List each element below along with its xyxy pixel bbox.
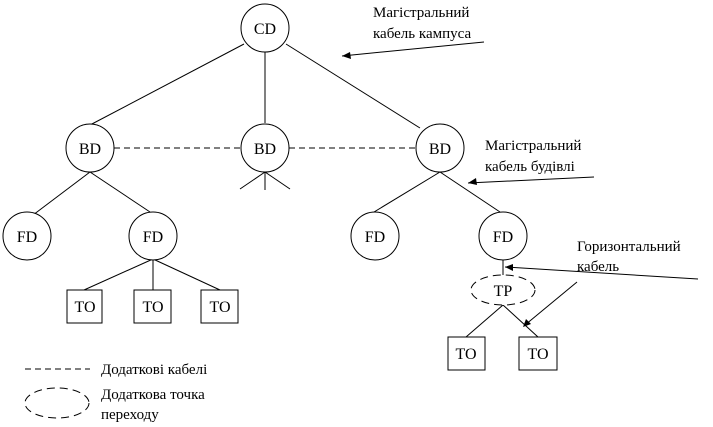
link-bd-right-fd-4 [439, 171, 501, 213]
bd-middle-fan-right [264, 171, 291, 190]
label-to-1: TO [74, 299, 95, 316]
node-fd-4 [478, 211, 528, 261]
label-bd-middle: BD [254, 141, 276, 158]
bd-middle-fan-left [239, 171, 266, 190]
annotation-campus-backbone-line-1: Магістральний [373, 5, 469, 21]
label-to-5: TO [527, 346, 548, 363]
label-fd-1: FD [17, 229, 37, 246]
legend-transition-point-line-2: переходу [101, 407, 159, 423]
label-bd-right: BD [429, 141, 451, 158]
legend-additional-cables: Додаткові кабелі [101, 362, 207, 378]
node-fd-3 [350, 211, 400, 261]
node-tp [470, 274, 536, 306]
label-fd-4: FD [493, 229, 513, 246]
arrowheads [342, 52, 531, 327]
link-bd-right-fd-3 [373, 171, 441, 213]
annotation-building-backbone-line-1: Магістральний [485, 138, 581, 154]
link-fd-2-to-1 [83, 258, 154, 291]
annotation-horizontal-line-2: кабель [577, 259, 619, 275]
link-cd-bd-right [285, 43, 421, 129]
leader-campus-backbone [341, 41, 485, 57]
annotation-building-backbone-line-2: кабель будівлі [485, 159, 575, 175]
connector-lines [32, 41, 699, 338]
node-cd [240, 3, 290, 53]
node-fd-1 [2, 211, 52, 261]
box-to-3 [200, 289, 239, 324]
annotation-horizontal-line-1: Горизонтальний [577, 239, 681, 255]
box-to-2 [133, 289, 172, 324]
arrowhead-horizontal-2 [523, 319, 531, 327]
label-to-4: TO [455, 346, 476, 363]
leader-horizontal-long [504, 266, 699, 280]
label-to-3: TO [209, 299, 230, 316]
link-tp-to-4 [465, 304, 504, 338]
outlet-boxes [66, 289, 558, 371]
node-labels: CD BD BD BD FD FD FD FD TP TO TO TO TO T… [17, 21, 549, 363]
box-to-4 [447, 336, 486, 371]
label-bd-left: BD [79, 141, 101, 158]
label-cd: CD [254, 21, 276, 38]
link-fd-2-to-3 [152, 258, 221, 291]
arrowhead-building [468, 178, 477, 185]
link-bd-left-fd-1 [32, 171, 91, 216]
link-bd-left-fd-2 [89, 171, 151, 213]
label-fd-3: FD [365, 229, 385, 246]
label-to-2: TO [142, 299, 163, 316]
label-fd-2: FD [143, 229, 163, 246]
node-bd-right [415, 123, 465, 173]
node-bd-left [65, 123, 115, 173]
link-tp-to-5 [502, 304, 539, 338]
legend-dashed-ellipse-sample [24, 387, 90, 419]
label-tp: TP [494, 283, 513, 300]
node-fd-2 [128, 211, 178, 261]
box-to-5 [518, 336, 558, 371]
arrowhead-campus [342, 52, 351, 59]
annotations: Магістральний кабель кампуса Магістральн… [373, 5, 681, 275]
legend: Додаткові кабелі Додаткова точка переход… [24, 362, 207, 423]
annotation-campus-backbone-line-2: кабель кампуса [373, 26, 471, 42]
leader-horizontal-short [524, 281, 578, 326]
leader-building-backbone [467, 176, 595, 184]
distributor-nodes [2, 3, 536, 306]
node-bd-middle [240, 123, 290, 173]
legend-transition-point-line-1: Додаткова точка [101, 387, 205, 403]
arrowhead-horizontal-1 [505, 264, 513, 271]
link-cd-bd-left [89, 43, 245, 126]
box-to-1 [66, 289, 103, 324]
